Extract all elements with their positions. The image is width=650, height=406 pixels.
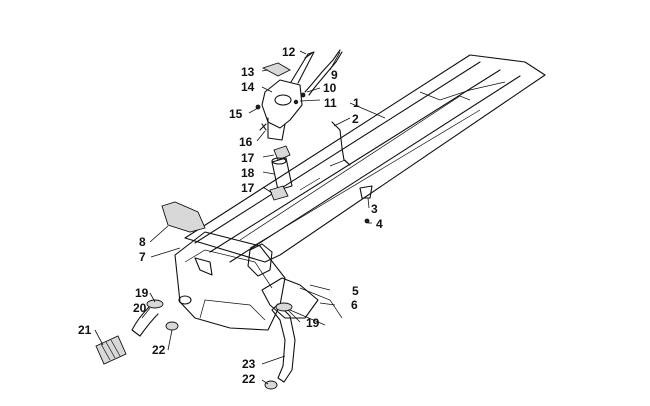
callout-13: 13 — [241, 65, 255, 79]
callout-5: 5 — [352, 284, 359, 298]
callouts: 12 9 13 14 10 11 1 15 2 16 17 18 17 3 4 … — [78, 45, 383, 386]
callout-22-right: 22 — [242, 372, 256, 386]
callout-23: 23 — [242, 357, 256, 371]
callout-7: 7 — [139, 250, 146, 264]
callout-8: 8 — [139, 235, 146, 249]
callout-6: 6 — [351, 298, 358, 312]
callout-21: 21 — [78, 323, 92, 337]
strap-2 — [331, 121, 351, 166]
callout-2: 2 — [352, 112, 359, 126]
callout-19-right: 19 — [306, 316, 320, 330]
callout-20: 20 — [133, 301, 147, 315]
insulation-pad — [161, 201, 206, 233]
leader-lines — [94, 50, 386, 385]
callout-22-left: 22 — [152, 343, 166, 357]
hose-9 — [304, 49, 343, 96]
mount-bracket — [261, 277, 343, 326]
callout-1: 1 — [353, 96, 360, 110]
tank-body — [174, 231, 286, 331]
hose-23 — [264, 302, 296, 390]
tunnel-rail — [184, 54, 546, 263]
bolt-3 — [359, 185, 373, 224]
small-fittings — [255, 92, 306, 131]
vent-hose — [290, 51, 315, 84]
callout-3: 3 — [371, 202, 378, 216]
callout-9: 9 — [331, 68, 338, 82]
clamp-17-bottom — [269, 185, 289, 201]
callout-15: 15 — [229, 107, 243, 121]
callout-10: 10 — [323, 81, 337, 95]
callout-16: 16 — [239, 135, 253, 149]
callout-11: 11 — [324, 96, 337, 110]
coupler-18 — [271, 157, 293, 191]
callout-4: 4 — [376, 217, 383, 231]
coupler-21 — [95, 335, 127, 365]
hose-20 — [131, 295, 192, 337]
cap-gasket — [261, 62, 291, 77]
callout-12: 12 — [282, 45, 296, 59]
callout-14: 14 — [241, 80, 255, 94]
filler-neck — [261, 79, 303, 141]
clamp-17-top — [273, 145, 291, 161]
callout-17-lower: 17 — [241, 181, 255, 195]
callout-19-left: 19 — [135, 286, 149, 300]
callout-17-upper: 17 — [241, 151, 255, 165]
callout-18: 18 — [241, 166, 255, 180]
